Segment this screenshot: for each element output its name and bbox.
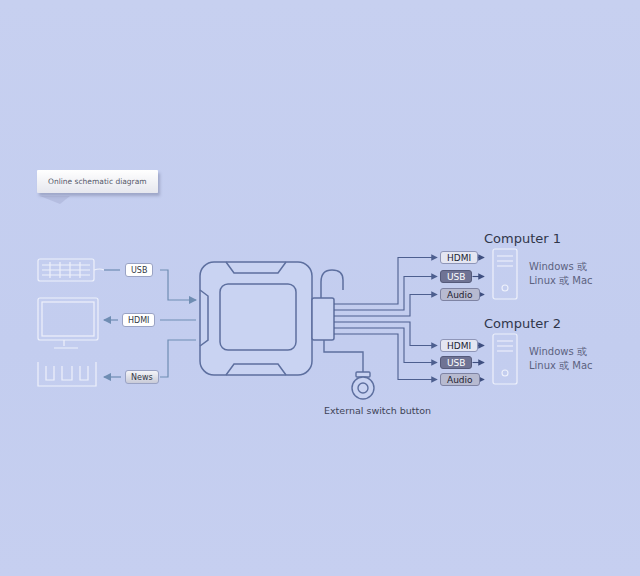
port-arrow: [472, 362, 484, 363]
speaker-icon: [38, 362, 96, 386]
port-arrow: [472, 276, 484, 277]
port-tag: USB: [440, 270, 472, 283]
port-tag: News: [125, 370, 159, 384]
computer-row: Windows 或 Linux 或 Mac: [484, 248, 599, 300]
peripheral-icons: [38, 259, 104, 386]
node-text: HDMI: [447, 252, 471, 265]
port-tag: Audio: [440, 373, 480, 386]
tower-icon: [491, 333, 521, 385]
kvm-switch-box: [200, 262, 343, 375]
node-text: HDMI: [447, 340, 471, 353]
node-text: News: [131, 371, 153, 385]
port-tag: USB: [440, 356, 472, 369]
node-text: Audio: [447, 289, 473, 302]
monitor-icon: [38, 298, 98, 340]
os-note: Windows 或 Linux 或 Mac: [529, 260, 599, 288]
title-card: Online schematic diagram: [37, 170, 158, 193]
port-arrow: [480, 379, 484, 380]
cable-connector: [312, 298, 334, 340]
node-text: USB: [131, 264, 147, 278]
node-text: HDMI: [128, 314, 149, 328]
computer-heading: Computer 1: [484, 231, 599, 246]
computer-row: Windows 或 Linux 或 Mac: [484, 333, 599, 385]
computer-box: Computer 2 Windows 或 Linux 或 Mac: [484, 316, 599, 385]
node-text: USB: [447, 271, 465, 284]
port-tag: USB: [125, 263, 153, 277]
node-text: USB: [447, 357, 465, 370]
computer-heading: Computer 2: [484, 316, 599, 331]
os-note: Windows 或 Linux 或 Mac: [529, 345, 599, 373]
external-switch-button: [324, 340, 374, 399]
computer-cables: [334, 258, 437, 380]
part-label: External switch button: [324, 405, 431, 416]
port-tag: HDMI: [440, 251, 478, 264]
node-text: Audio: [447, 374, 473, 387]
port-tag: Audio: [440, 288, 480, 301]
computer-box: Computer 1 Windows 或 Linux 或 Mac: [484, 231, 599, 300]
port-tag: HDMI: [440, 339, 478, 352]
port-arrow: [480, 294, 484, 295]
keyboard-icon: [38, 259, 94, 281]
tower-icon: [491, 248, 521, 300]
port-arrow: [478, 257, 484, 258]
port-arrow: [478, 345, 484, 346]
node-text: Online schematic diagram: [48, 177, 147, 186]
paper-shadow: [40, 196, 70, 204]
port-tag: HDMI: [122, 313, 155, 327]
left-wires: [104, 270, 196, 377]
